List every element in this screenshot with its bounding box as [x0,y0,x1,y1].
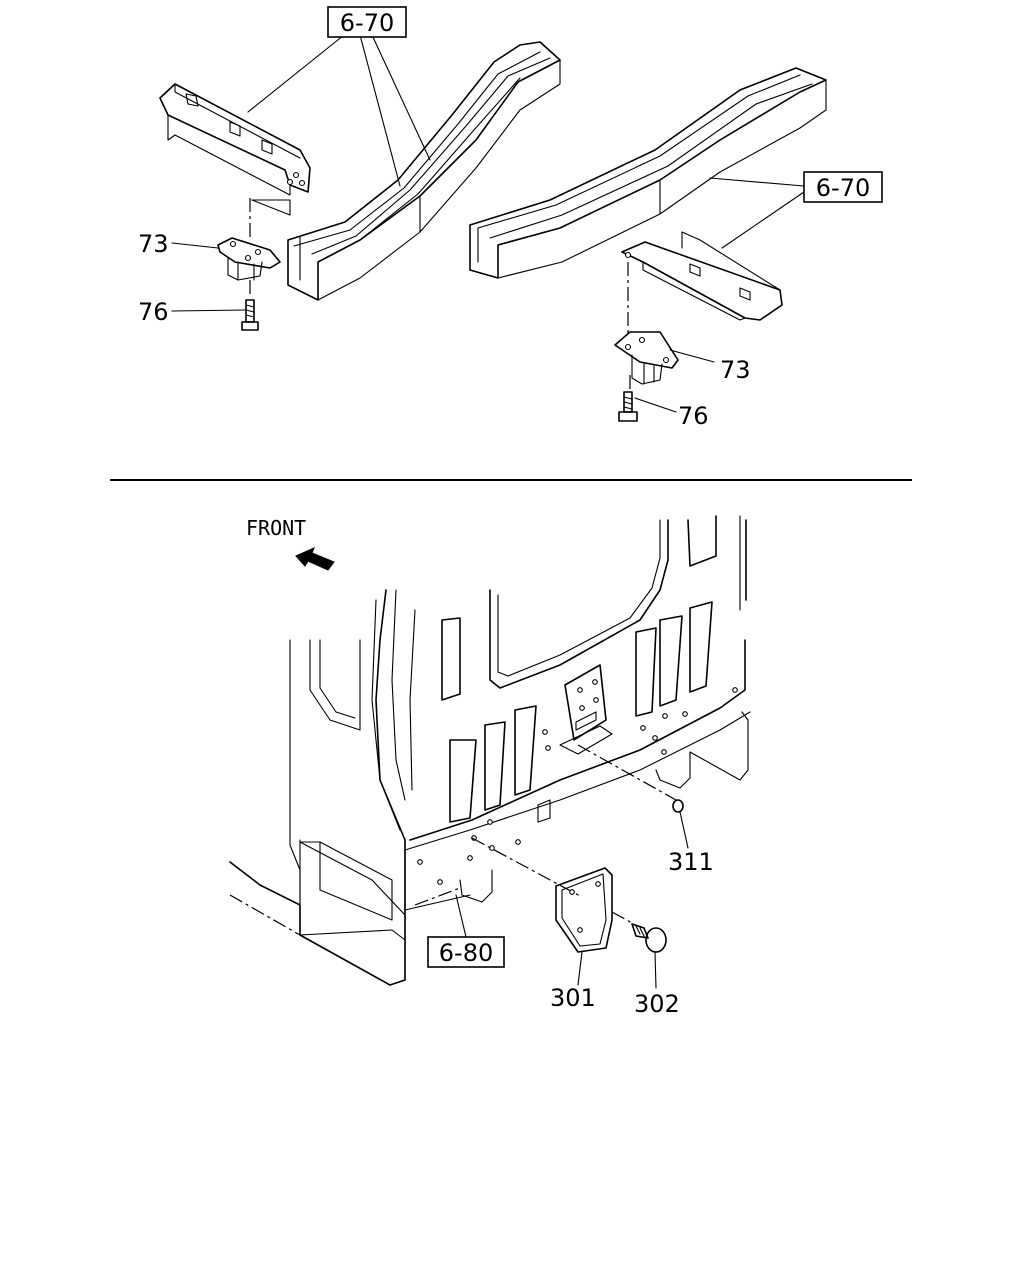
ref-label-top-right: 6-70 [816,174,870,202]
ref-label-top-left: 6-70 [340,9,394,37]
rear-window [441,515,747,701]
bottom-leader-lines [455,811,689,989]
callout-311[interactable]: 311 [668,848,714,876]
ref-box-top-right[interactable]: 6-70 [803,171,883,203]
mud-guard [555,867,613,953]
right-frame-rail [469,67,827,279]
ref-label-floor: 6-80 [439,939,493,967]
front-arrow-icon [295,547,335,571]
top-section: 6-70 6-70 73 76 73 76 [138,6,883,430]
callout-73-left[interactable]: 73 [138,230,169,258]
floor-ref-dash [414,887,461,906]
left-frame-rail [287,41,561,301]
right-crossmember-bracket [621,231,783,321]
bottom-section: FRONT [229,515,751,1018]
callout-73-right[interactable]: 73 [720,356,751,384]
right-bolt [618,391,638,422]
right-mount-bracket [614,331,679,385]
callout-76-right[interactable]: 76 [678,402,709,430]
callout-76-left[interactable]: 76 [138,298,169,326]
guard-dash-line [471,837,581,897]
cab-body [229,589,416,986]
rear-panel [404,601,751,911]
top-leader-lines [171,34,805,413]
plug-part [672,799,684,813]
callout-301[interactable]: 301 [550,984,596,1012]
front-label: FRONT [246,516,306,540]
ref-box-floor[interactable]: 6-80 [427,936,505,968]
ref-box-top-left[interactable]: 6-70 [327,6,407,38]
left-mount-bracket [217,237,281,281]
plug-dash-line [577,744,677,801]
left-crossmember-bracket [159,83,311,216]
callout-302[interactable]: 302 [634,990,680,1018]
left-bolt [241,299,259,331]
guard-bolt [611,911,667,953]
